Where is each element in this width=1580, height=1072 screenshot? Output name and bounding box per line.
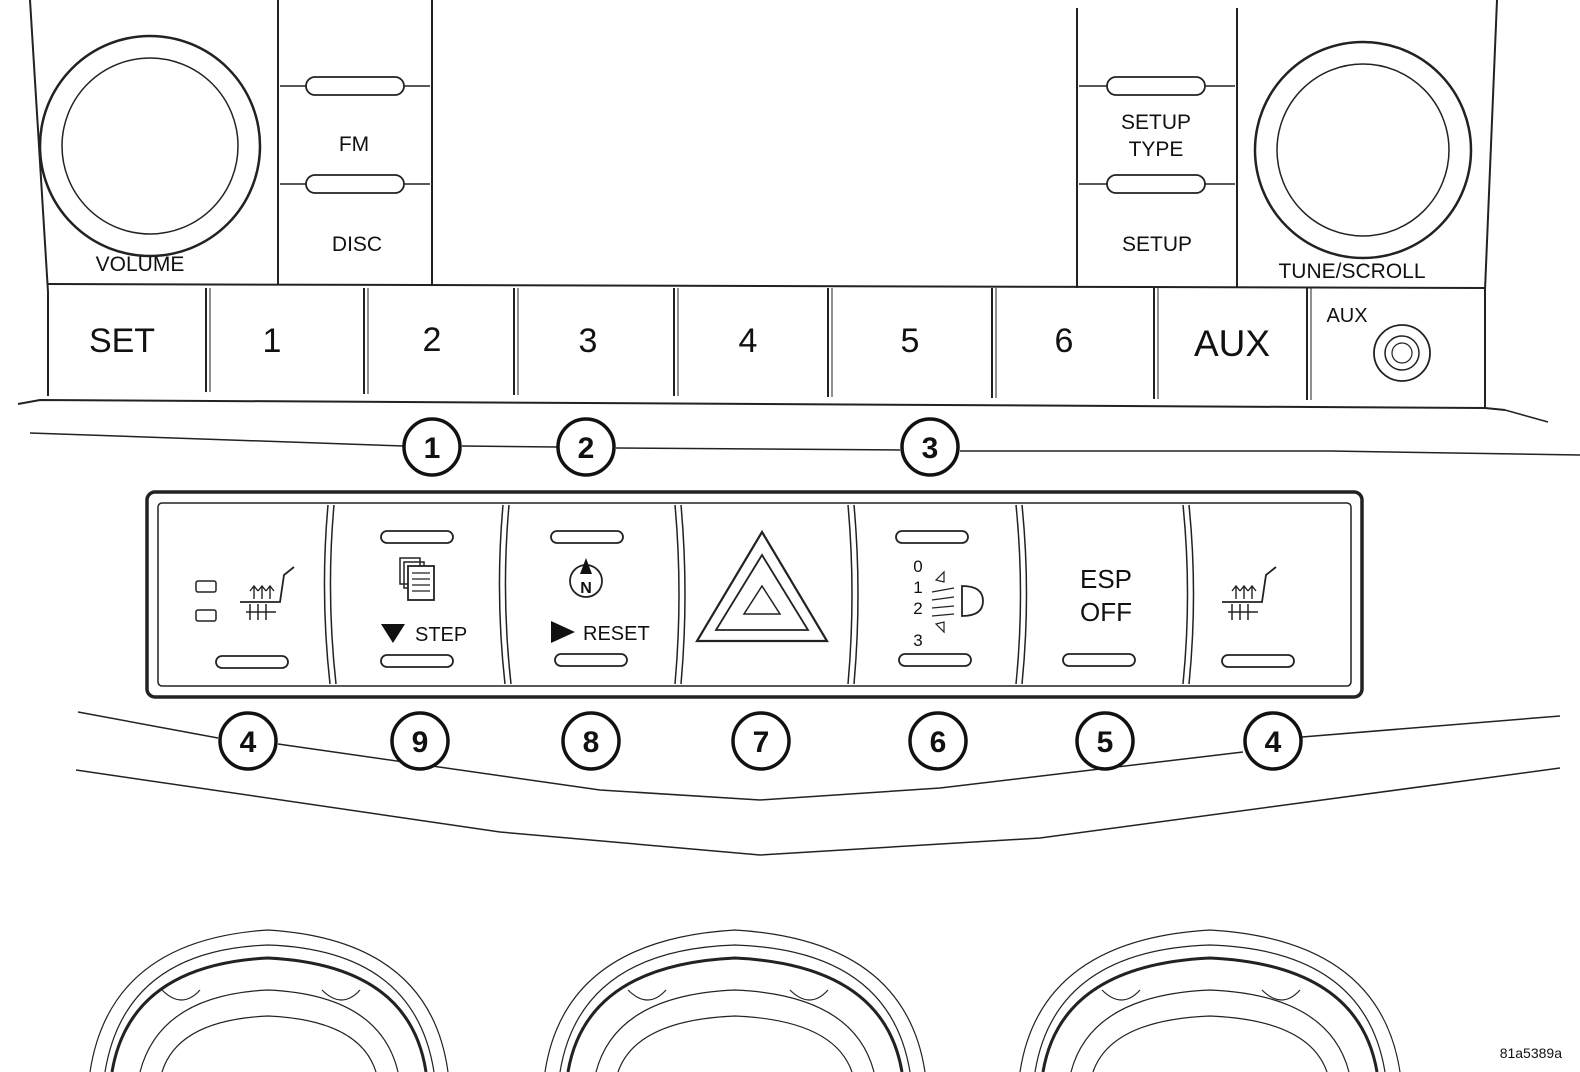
callout-8: 8 <box>561 711 621 771</box>
figure-id: 81a5389a <box>1500 1045 1563 1061</box>
headlamp-level-0: 0 <box>913 557 922 576</box>
volume-knob[interactable] <box>38 34 262 258</box>
preset-button-6[interactable]: 6 <box>1055 322 1074 360</box>
heated-seat-right-icon <box>1222 566 1277 620</box>
svg-text:1: 1 <box>424 432 441 465</box>
headlamp-level-1: 1 <box>913 578 922 597</box>
leader-lines <box>29 432 1580 856</box>
heated-seat-left-switch[interactable] <box>195 580 289 669</box>
esp-label-line2: OFF <box>1080 597 1132 627</box>
headlamp-level-2: 2 <box>913 599 922 618</box>
svg-text:5: 5 <box>1097 726 1114 759</box>
hazard-warning-icon[interactable] <box>695 529 829 643</box>
callout-9: 9 <box>390 711 450 771</box>
preset-button-1[interactable]: 1 <box>263 322 282 360</box>
svg-text:6: 6 <box>930 726 947 759</box>
volume-label: VOLUME <box>96 253 185 276</box>
callout-5: 5 <box>1075 711 1135 771</box>
triangle-right-icon <box>551 621 575 643</box>
climate-knob-center[interactable] <box>544 929 926 1072</box>
disc-button[interactable] <box>280 174 430 194</box>
callout-6: 6 <box>908 711 968 771</box>
callout-1: 1 <box>402 417 462 477</box>
preset-button-2[interactable]: 2 <box>423 321 442 359</box>
heated-seat-icon <box>240 566 295 620</box>
callout-4-right: 4 <box>1243 711 1303 771</box>
svg-text:4: 4 <box>1265 726 1282 759</box>
preset-button-set[interactable]: SET <box>89 322 155 360</box>
heated-seat-right-switch[interactable] <box>1221 654 1295 668</box>
tune-scroll-label: TUNE/SCROLL <box>1278 260 1425 283</box>
headlamp-icon <box>931 570 984 634</box>
aux-jack-icon[interactable] <box>1373 324 1431 382</box>
headlamp-level-3: 3 <box>913 631 922 650</box>
svg-text:8: 8 <box>583 726 600 759</box>
compass-n-label: N <box>580 580 592 597</box>
triangle-down-icon <box>381 624 405 643</box>
setup-type-label-line1: SETUP <box>1121 111 1191 134</box>
aux-jack-label: AUX <box>1326 305 1367 327</box>
reset-switch[interactable] <box>550 530 628 667</box>
switch-bank <box>145 490 1364 699</box>
disc-label: DISC <box>332 233 382 256</box>
svg-text:7: 7 <box>753 726 770 759</box>
preset-button-row <box>205 288 1312 400</box>
preset-button-4[interactable]: 4 <box>739 322 758 360</box>
fm-label: FM <box>339 133 369 156</box>
callout-3: 3 <box>900 417 960 477</box>
step-switch[interactable] <box>380 530 454 668</box>
step-label: STEP <box>415 624 467 646</box>
fm-button[interactable] <box>280 76 430 96</box>
pages-icon <box>399 557 435 601</box>
headlamp-leveling-switch[interactable] <box>895 530 972 667</box>
compass-icon <box>569 558 603 598</box>
esp-label-line1: ESP <box>1080 564 1132 594</box>
svg-text:9: 9 <box>412 726 429 759</box>
preset-button-aux[interactable]: AUX <box>1194 323 1270 364</box>
climate-knob-right[interactable] <box>1019 929 1401 1072</box>
preset-button-3[interactable]: 3 <box>579 322 598 360</box>
esp-off-switch[interactable] <box>1062 653 1136 667</box>
tune-scroll-knob[interactable] <box>1253 40 1473 260</box>
setup-label: SETUP <box>1122 233 1192 256</box>
svg-text:4: 4 <box>240 726 257 759</box>
setup-button[interactable] <box>1079 174 1235 194</box>
radio-panel <box>17 0 1549 423</box>
svg-text:3: 3 <box>922 432 939 465</box>
setup-type-label-line2: TYPE <box>1129 138 1184 161</box>
callout-7: 7 <box>731 711 791 771</box>
svg-text:2: 2 <box>578 432 595 465</box>
climate-knob-left[interactable] <box>89 929 449 1072</box>
preset-button-5[interactable]: 5 <box>901 322 920 360</box>
callout-2: 2 <box>556 417 616 477</box>
setup-type-button[interactable] <box>1079 76 1235 96</box>
callout-4-left: 4 <box>218 711 278 771</box>
reset-label: RESET <box>583 623 650 645</box>
